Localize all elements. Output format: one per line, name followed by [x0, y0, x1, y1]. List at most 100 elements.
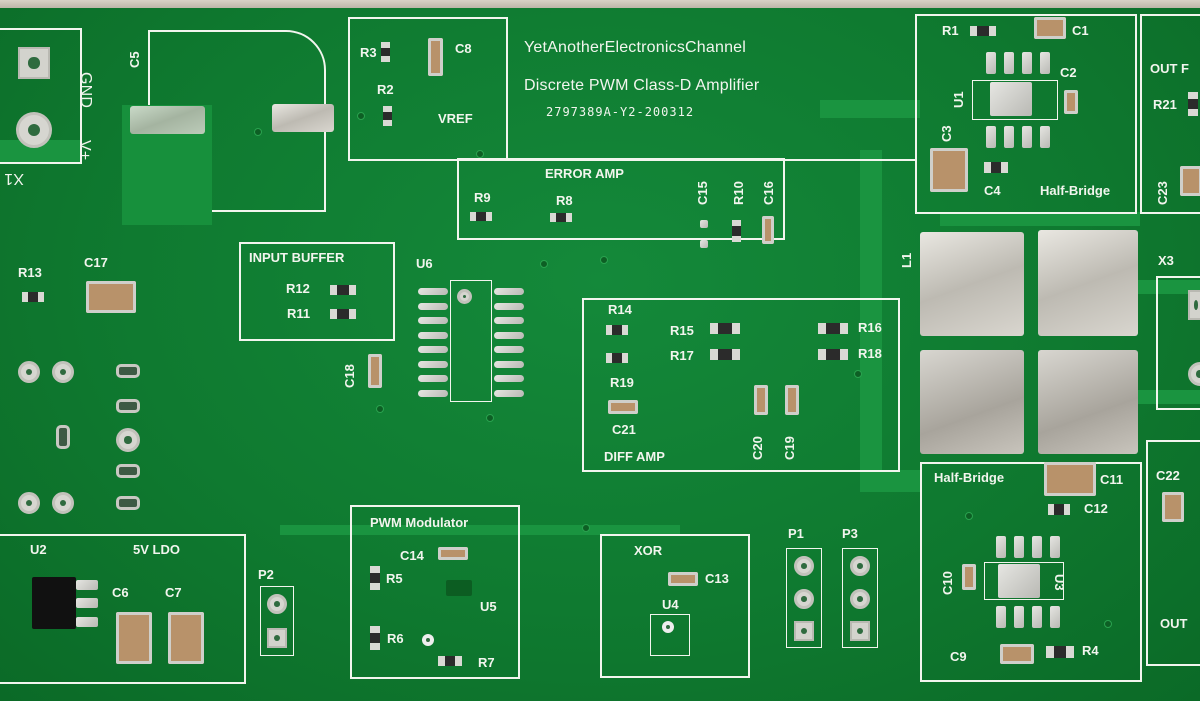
r10-resistor	[732, 220, 741, 243]
c21-label: C21	[612, 422, 636, 437]
u3-pin	[996, 536, 1006, 558]
x1-pad-square[interactable]	[18, 47, 50, 79]
x3-pad[interactable]	[1188, 362, 1200, 386]
p3-pin[interactable]	[850, 621, 870, 641]
c10-capacitor	[962, 564, 976, 590]
c15-pad	[700, 240, 708, 248]
p1-pin[interactable]	[794, 556, 814, 576]
c7-label: C7	[165, 585, 182, 600]
u1-pin	[1040, 126, 1050, 148]
u6-pin	[418, 317, 448, 324]
u6-pin	[418, 375, 448, 382]
p1-outline	[786, 548, 822, 648]
th-pad	[18, 492, 40, 514]
ldo-label: 5V LDO	[133, 542, 180, 557]
u6-pin	[418, 302, 448, 310]
p2-label: P2	[258, 567, 274, 582]
c17-capacitor	[86, 281, 136, 313]
c4-label: C4	[984, 183, 1001, 198]
u3-outline	[984, 562, 1064, 600]
trace	[940, 212, 1140, 226]
c13-label: C13	[705, 571, 729, 586]
half-bridge-top-label: Half-Bridge	[1040, 183, 1111, 198]
c5-label: C5	[127, 51, 142, 68]
p3-pin[interactable]	[850, 589, 870, 609]
u1-pin	[1004, 126, 1014, 148]
c8-capacitor	[428, 38, 443, 76]
c22-capacitor	[1162, 492, 1184, 522]
out-bottom-block	[1146, 440, 1200, 666]
u4-label: U4	[662, 597, 679, 612]
u6-pin	[494, 331, 524, 339]
error-amp-block	[457, 158, 785, 240]
input-buffer-label: INPUT BUFFER	[249, 250, 345, 265]
u2-pin	[76, 580, 98, 590]
th-pad	[52, 492, 74, 514]
c9-capacitor	[1000, 644, 1034, 664]
r18-label: R18	[858, 346, 882, 361]
p3-pin[interactable]	[850, 556, 870, 576]
u6-pin1-marker	[457, 289, 472, 304]
c11-capacitor	[1044, 462, 1096, 496]
r10-label: R10	[731, 181, 746, 205]
trace	[860, 150, 882, 490]
r2-resistor	[383, 106, 392, 126]
trace	[280, 525, 680, 535]
c7-capacitor	[168, 612, 204, 664]
p2-pin[interactable]	[267, 594, 287, 614]
r8-label: R8	[556, 193, 573, 208]
p2-pin[interactable]	[267, 628, 287, 648]
r16-resistor	[818, 323, 849, 334]
c17-label: C17	[84, 255, 108, 270]
xor-block	[600, 534, 750, 678]
c15-label: C15	[695, 181, 710, 205]
u3-pin	[1032, 606, 1042, 628]
u3-pin	[1014, 536, 1024, 558]
xor-label: XOR	[634, 543, 663, 558]
x1-outline	[0, 28, 82, 164]
r14-label: R14	[608, 302, 632, 317]
r4-label: R4	[1082, 643, 1099, 658]
title-block	[506, 17, 916, 161]
slot-pad	[56, 425, 70, 449]
x3-pad[interactable]	[1188, 290, 1200, 320]
r19-label: R19	[610, 375, 634, 390]
c10-label: C10	[940, 571, 955, 595]
x1-pad-round[interactable]	[16, 112, 52, 148]
r3-resistor	[381, 42, 390, 62]
slot-pad	[116, 496, 140, 510]
u6-pin	[418, 389, 448, 397]
half-bridge-bottom-block	[920, 462, 1142, 682]
l1-pad	[1038, 350, 1138, 454]
trace	[860, 470, 920, 492]
c22-label: C22	[1156, 468, 1180, 483]
u6-pin	[494, 389, 524, 397]
l1-pad	[920, 350, 1024, 454]
u4-pin1-dot	[662, 621, 674, 633]
r12-label: R12	[286, 281, 310, 296]
c15-pad	[700, 220, 708, 228]
p1-pin[interactable]	[794, 621, 814, 641]
p2-outline	[260, 586, 294, 656]
th-pad	[18, 361, 40, 383]
c11-label: C11	[1100, 472, 1124, 487]
c5-pad	[272, 104, 334, 132]
u6-pin	[418, 360, 448, 368]
error-amp-label: ERROR AMP	[545, 166, 624, 181]
c2-capacitor	[1064, 90, 1078, 114]
th-pad	[116, 428, 140, 452]
r13-label: R13	[18, 265, 42, 280]
trace	[1130, 390, 1200, 404]
u6-pin	[494, 375, 524, 382]
p1-label: P1	[788, 526, 804, 541]
slot-pad	[116, 399, 140, 413]
diff-amp-block	[582, 298, 900, 472]
board-title-line2: Discrete PWM Class-D Amplifier	[524, 77, 760, 94]
slot-pad	[116, 364, 140, 378]
p1-pin[interactable]	[794, 589, 814, 609]
x3-outline	[1156, 276, 1200, 410]
board-title-line1: YetAnotherElectronicsChannel	[524, 39, 747, 56]
th-pad	[52, 361, 74, 383]
u1-tab	[990, 82, 1032, 116]
u6-pin	[494, 302, 524, 310]
